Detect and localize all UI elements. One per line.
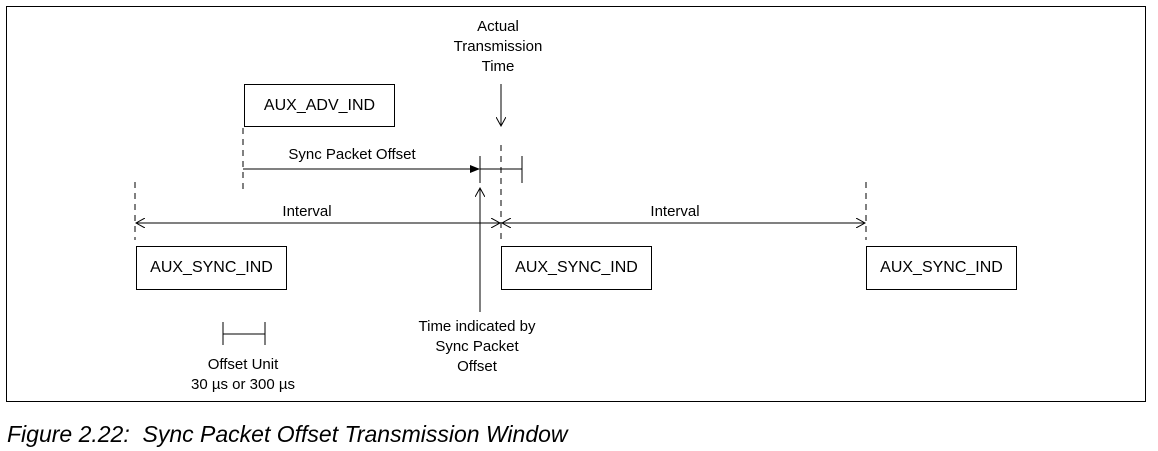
aux-adv-ind-label: AUX_ADV_IND xyxy=(263,96,376,114)
aux-sync-ind-label-2: AUX_SYNC_IND xyxy=(515,259,638,276)
aux-sync-ind-label-1: AUX_SYNC_IND xyxy=(150,259,273,276)
actual-transmission-time-label: Actual Transmission Time xyxy=(453,18,543,75)
aux-sync-ind-box-3: AUX_SYNC_IND xyxy=(866,246,1017,290)
interval-right-label: Interval xyxy=(650,203,700,220)
aux-sync-ind-box-2: AUX_SYNC_IND xyxy=(501,246,652,290)
sync-packet-offset-label: Sync Packet Offset xyxy=(288,146,416,163)
aux-sync-ind-label-3: AUX_SYNC_IND xyxy=(880,259,1003,276)
diagram-frame xyxy=(6,6,1146,402)
interval-left-label: Interval xyxy=(282,203,332,220)
aux-sync-ind-box-1: AUX_SYNC_IND xyxy=(136,246,287,290)
aux-adv-ind-box: AUX_ADV_IND xyxy=(244,84,395,127)
figure-caption: Figure 2.22: Sync Packet Offset Transmis… xyxy=(7,421,568,447)
time-indicated-label: Time indicated by Sync Packet Offset xyxy=(418,318,536,375)
offset-unit-label: Offset Unit 30 µs or 300 µs xyxy=(190,356,296,393)
